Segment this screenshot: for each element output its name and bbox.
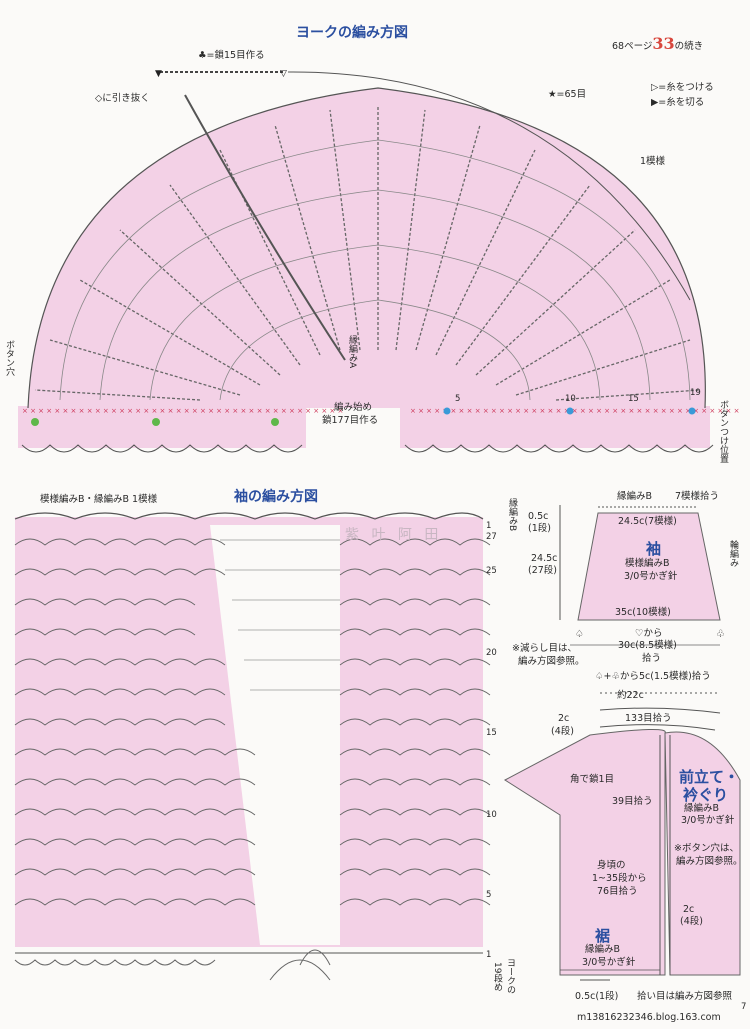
buttonhole-label: ボタン穴 (4, 340, 14, 376)
sleeve-width-top: 24.5c(7模様) (618, 516, 677, 527)
sleeve-row-25: 25 (486, 566, 497, 576)
sleeve-row-10: 10 (486, 810, 497, 820)
yoke-chart: × × × × × × × × × × × × × × × × × × × × … (18, 69, 739, 453)
page-ref-prefix: 68ページ (612, 41, 653, 52)
yoke-row-19: 19 (690, 388, 701, 398)
sleeve-stitch: 模様編みB (625, 558, 670, 569)
front-buttonhole-note-1: ※ボタン穴は、 (674, 843, 739, 854)
sleeve-side-shape: 輪編み (728, 540, 738, 567)
yoke-row-10: 10 (565, 394, 576, 404)
start-count: 鎖177目作る (322, 415, 379, 426)
svg-text:♧: ♧ (716, 629, 725, 640)
sleeve-top-edge: 縁編みB (617, 491, 653, 502)
hem-title: 裾 (595, 927, 611, 945)
legend-attach: ▷=糸をつける (651, 82, 714, 93)
sleeve-edge-rows: (1段) (528, 523, 551, 534)
front-buttonhole-note-2: 編み方図参照。 (676, 856, 743, 867)
svg-text:▼: ▼ (155, 69, 162, 79)
sleeve-from-heart: ♡から (635, 628, 663, 639)
sleeve-hook: 3/0号かぎ針 (624, 571, 678, 582)
svg-text:▽: ▽ (280, 69, 287, 79)
sleeve-row-27: 27 (486, 532, 497, 542)
club-note: ♣=鎖15目作る (198, 50, 265, 61)
button-position-label: ボタンつけ位置 (718, 400, 728, 463)
sleeve-width-mid: 35c(10模様) (615, 607, 671, 618)
sleeve-edge-height: 0.5c (528, 511, 549, 522)
front-corner-note: 角で鎖1目 (570, 774, 615, 785)
sleeve-width-bottom: 30c(8.5模様) (618, 640, 677, 651)
front-width-top: 約22c (617, 690, 644, 701)
sleeve-bottom-note: 19段め (492, 962, 502, 992)
star-note: ★=65目 (548, 89, 587, 100)
svg-text:× × × × × × × × × × × × × × ×: × × × × × × × × × × × × × × × × × × × × … (410, 407, 739, 415)
front-title-2: 衿ぐり (683, 786, 729, 804)
svg-text:× × × × × × × × × × × × × × ×: × × × × × × × × × × × × × × × × × × × × … (22, 407, 343, 415)
sleeve-decrease-note-1: ※減らし目は、 (512, 643, 577, 654)
page-ref-number: 33 (652, 34, 675, 53)
sleeve-yoke-note: ヨークの (505, 958, 515, 994)
front-side-width: 2c (683, 904, 695, 915)
front-pick-neck: 133目拾う (625, 713, 672, 724)
sleeve-row-1-top: 1 (486, 521, 492, 531)
front-title-1: 前立て・ (679, 768, 740, 786)
front-body-3: 76目拾う (597, 886, 638, 897)
sleeve-decrease-note-2: 編み方図参照。 (518, 656, 585, 667)
front-side-rows: (4段) (680, 916, 703, 927)
front-edge-width: 2c (558, 713, 570, 724)
front-body-1: 身頃の (597, 860, 626, 871)
front-stitch: 縁編みB (684, 803, 720, 814)
sleeve-pattern-label: 模様編みB・縁編みB 1模様 (40, 494, 158, 505)
sleeve-row-20: 20 (486, 648, 497, 658)
sleeve-row-5: 5 (486, 890, 492, 900)
start-label: 編み始め (334, 402, 373, 413)
hem-hook: 3/0号かぎ針 (582, 957, 636, 968)
sleeve-row-15: 15 (486, 728, 497, 738)
front-bottom-note: 拾い目は編み方図参照 (637, 991, 733, 1002)
sleeve-schematic: ♤ ♧ (559, 505, 725, 646)
sleeve-edge-b-label: 縁編みB (507, 498, 517, 532)
page-reference: 68ページ33の続き (612, 36, 704, 53)
footer-page-number: 7 (741, 1002, 747, 1012)
sleeve-row-1-bottom: 1 (486, 950, 492, 960)
legend-cut: ▶=糸を切る (651, 97, 705, 108)
edge-a-label: 縁編みA (347, 335, 357, 369)
page-ref-suffix: の続き (674, 41, 704, 52)
front-edge-rows: (4段) (551, 726, 574, 737)
hem-stitch: 縁編みB (585, 944, 621, 955)
sleeve-body-rows: (27段) (528, 565, 558, 576)
watermark: 紫 叶 阿 田 (345, 527, 443, 543)
sleeve-name: 袖 (646, 540, 662, 558)
front-pick-39: 39目拾う (612, 796, 653, 807)
svg-text:♤: ♤ (575, 629, 584, 640)
front-bottom-width: 0.5c(1段) (575, 991, 619, 1002)
sleeve-body-height: 24.5c (531, 553, 558, 564)
front-schematic (504, 692, 741, 981)
sleeve-chart (14, 512, 491, 981)
front-hook: 3/0号かぎ針 (681, 815, 735, 826)
sleeve-title: 袖の編み方図 (234, 489, 318, 505)
sleeve-pick: 拾う (642, 653, 662, 664)
front-body-2: 1~35段から (592, 873, 647, 884)
yoke-row-15: 15 (628, 394, 639, 404)
sleeve-formula: ♤+♧から5c(1.5模様)拾う (595, 671, 711, 682)
yoke-title: ヨークの編み方図 (296, 25, 408, 41)
sleeve-top-pick: 7模様拾う (675, 491, 720, 502)
one-pattern-label: 1模様 (640, 156, 666, 167)
yoke-row-5: 5 (455, 394, 461, 404)
footer-url: m13816232346.blog.163.com (577, 1012, 721, 1023)
diamond-note: ◇に引き抜く (95, 93, 150, 104)
